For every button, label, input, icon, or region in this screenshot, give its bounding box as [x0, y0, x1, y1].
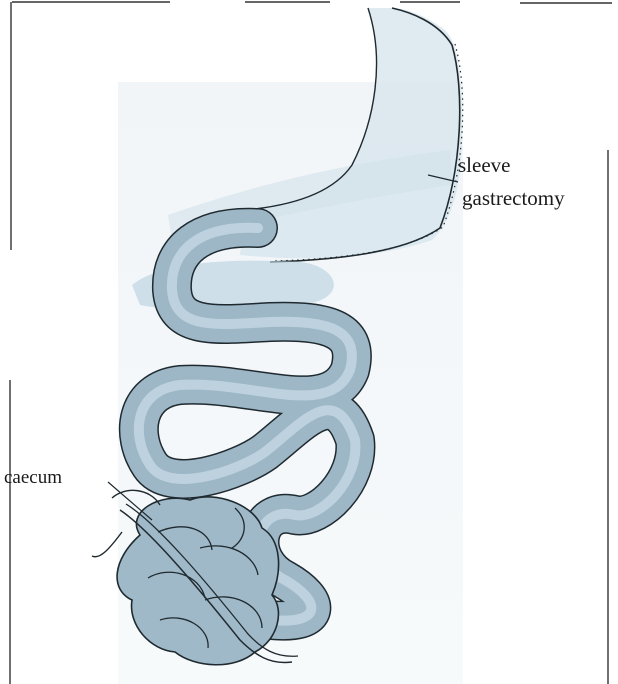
label-gastrectomy: gastrectomy [462, 186, 565, 210]
label-caecum: caecum [4, 466, 62, 490]
label-sleeve: sleeve [458, 153, 510, 177]
